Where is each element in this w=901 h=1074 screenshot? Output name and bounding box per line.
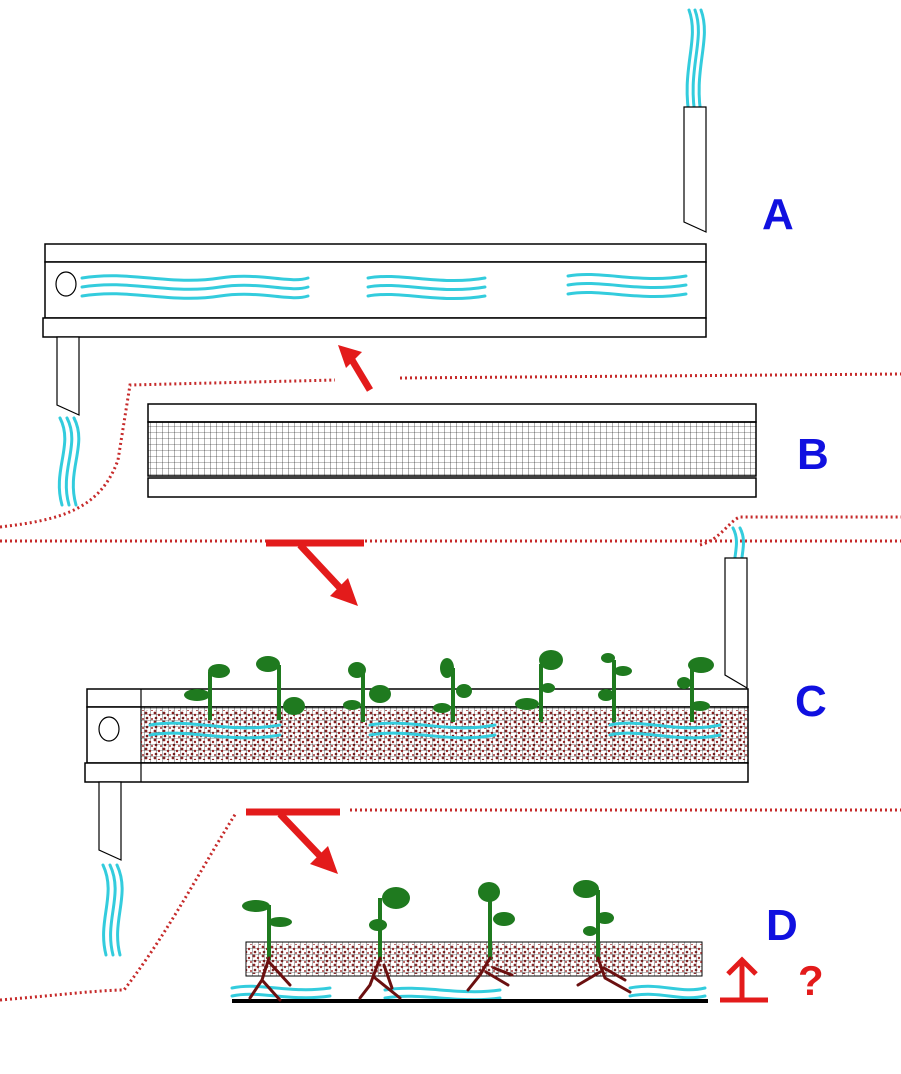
tray-b-bottom <box>147 477 757 498</box>
label-d: D <box>766 901 798 950</box>
channel-water-c <box>148 721 722 740</box>
outflow-pipe-a <box>56 336 80 416</box>
inflow-pipe-a <box>683 106 707 233</box>
seedling <box>598 653 632 722</box>
tray-b-top <box>147 403 757 423</box>
plant <box>573 880 632 994</box>
tray-a-bottom <box>42 317 707 338</box>
tray-c-bottom <box>84 762 749 783</box>
drain-hole-c <box>98 716 120 742</box>
label-b: B <box>797 430 829 479</box>
label-a: A <box>762 190 794 239</box>
outflow-water-a <box>57 416 81 507</box>
down-arrow-icon <box>266 539 364 606</box>
down-arrow-icon <box>246 808 340 874</box>
seedling <box>184 664 230 720</box>
inflow-water-a <box>685 8 706 122</box>
question-mark: ? <box>798 957 824 1004</box>
outflow-water-c <box>101 863 124 957</box>
dotted-flow-c-in <box>699 515 901 547</box>
outflow-pipe-c <box>98 781 122 861</box>
dotted-flow-lines-lower <box>0 808 901 1002</box>
stage-a: A <box>42 8 794 507</box>
drain-hole-a <box>55 271 77 297</box>
up-arrow-icon <box>720 956 768 1003</box>
seedling <box>433 658 472 722</box>
tray-a-channel <box>44 261 707 319</box>
plant <box>466 882 515 992</box>
seedling <box>515 650 563 722</box>
channel-water-a <box>80 272 688 300</box>
seedlings-c <box>184 650 714 722</box>
mat-soil-d <box>246 944 702 974</box>
up-arrow-icon <box>338 345 374 392</box>
seedling <box>677 657 714 722</box>
stage-d: D ? <box>230 880 824 1004</box>
label-c: C <box>795 677 827 726</box>
stage-c: C <box>84 515 901 957</box>
seedling <box>256 656 305 720</box>
seedling <box>343 662 391 722</box>
plant <box>242 900 292 1002</box>
plants-d <box>242 880 632 1002</box>
stage-b: B <box>147 403 829 498</box>
tray-b-mesh <box>147 421 757 477</box>
inflow-pipe-c <box>724 557 748 690</box>
plant <box>358 887 410 1000</box>
dotted-flow-lines-upper <box>0 372 901 543</box>
tray-a-top <box>44 243 707 263</box>
